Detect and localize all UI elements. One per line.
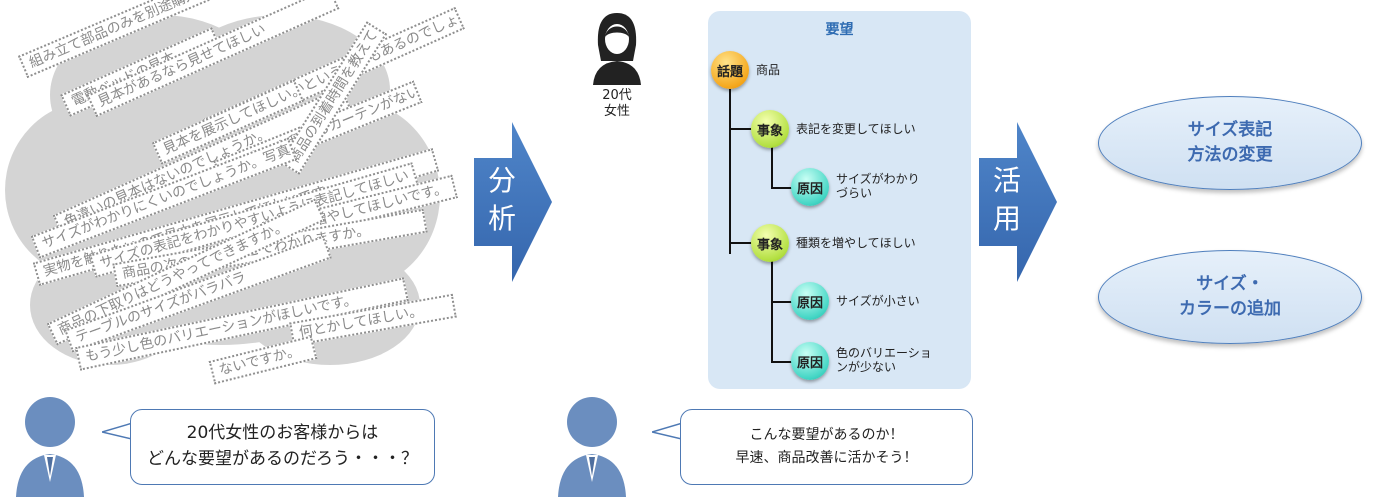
utilize-arrow	[979, 122, 1057, 282]
bubble-line: こんな要望があるのか！	[749, 427, 904, 443]
cause-node: 原因	[791, 282, 829, 320]
topic-node: 話題	[711, 51, 749, 89]
arrow-char: 分	[487, 164, 516, 197]
woman-person-icon	[593, 13, 641, 85]
customer-question-bubble: 20代女性のお客様からは どんな要望があるのだろう・・・？	[130, 409, 435, 485]
result-ellipse: サイズ・ カラーの追加	[1098, 250, 1362, 344]
cause-text-line: づらい	[836, 186, 873, 200]
event-text: 種類を増やしてほしい	[796, 236, 916, 250]
event-node: 事象	[751, 110, 789, 148]
cause-text: サイズがわかり づらい	[836, 172, 920, 200]
request-tree-panel: 要望 話題 商品 事象 表記を変更してほしい 原因 サイズがわかり づらい 事象…	[708, 11, 971, 389]
cause-text: サイズが小さい	[836, 294, 920, 308]
topic-text: 商品	[756, 63, 781, 77]
cause-text-line: 色のバリエーショ	[836, 346, 932, 360]
cause-text-line: ンが少ない	[836, 360, 897, 374]
staff-person-icon	[16, 397, 84, 497]
staff-idea-bubble: こんな要望があるのか！ 早速、商品改善に活かそう！	[680, 409, 973, 485]
tree-connector	[771, 147, 773, 189]
tree-connector	[771, 187, 793, 189]
tree-connector	[771, 361, 793, 363]
tree-connector	[729, 242, 753, 244]
arrow-char: 析	[487, 202, 516, 235]
person-profile: 20代 女性	[592, 88, 642, 120]
bubble-line: 20代女性のお客様からは	[186, 423, 379, 443]
utilize-arrow-label: 活 用	[987, 162, 1027, 238]
arrow-char: 用	[992, 202, 1021, 235]
analyze-arrow	[474, 122, 552, 282]
tree-title: 要望	[825, 22, 854, 38]
result-text: サイズ表記 方法の変更	[1187, 120, 1273, 165]
cause-node: 原因	[791, 342, 829, 380]
bubble-tail	[652, 421, 686, 441]
analyze-arrow-label: 分 析	[482, 162, 522, 238]
cause-text: 色のバリエーショ ンが少ない	[836, 346, 932, 374]
event-node: 事象	[751, 224, 789, 262]
bubble-line: どんな要望があるのだろう・・・？	[147, 449, 418, 469]
tree-connector	[729, 128, 753, 130]
cause-node: 原因	[791, 168, 829, 206]
arrow-char: 活	[992, 164, 1021, 197]
bubble-line: 早速、商品改善に活かそう！	[735, 450, 918, 466]
cause-text-line: サイズがわかり	[836, 172, 920, 186]
bubble-tail	[102, 421, 136, 441]
person-age: 20代	[602, 88, 632, 103]
tree-connector	[771, 301, 793, 303]
staff-person-icon	[558, 397, 626, 497]
result-text: サイズ・ カラーの追加	[1179, 274, 1281, 319]
tree-connector	[729, 89, 731, 254]
result-ellipse: サイズ表記 方法の変更	[1098, 96, 1362, 190]
event-text: 表記を変更してほしい	[796, 122, 916, 136]
tree-connector	[771, 261, 773, 363]
person-gender: 女性	[603, 104, 630, 119]
